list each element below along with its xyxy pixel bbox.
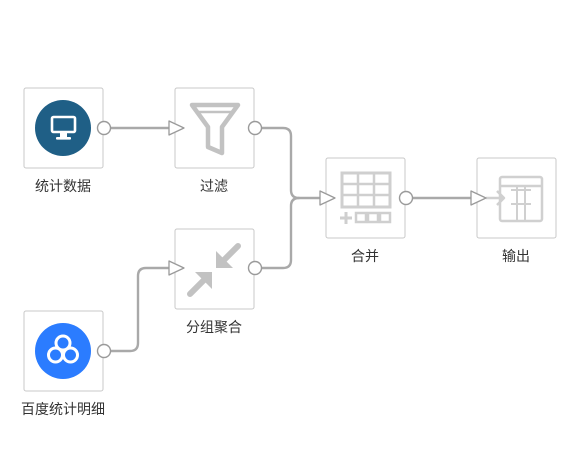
input-port[interactable]	[168, 120, 185, 136]
node-merge[interactable]: 合并	[325, 157, 406, 265]
edge-group-to-merge	[259, 196, 301, 270]
node-stats-data[interactable]: 统计数据	[23, 87, 104, 195]
node-output[interactable]: 输出	[476, 157, 557, 265]
node-baidu-detail[interactable]: 百度统计明细	[21, 310, 105, 418]
input-port[interactable]	[168, 260, 185, 276]
input-port[interactable]	[319, 190, 336, 206]
node-label-group-aggregate: 分组聚合	[186, 320, 242, 336]
monitor-icon	[35, 100, 91, 156]
node-label-stats-data: 统计数据	[35, 179, 91, 195]
node-label-filter: 过滤	[200, 179, 228, 195]
output-port[interactable]	[96, 120, 112, 136]
output-port[interactable]	[398, 190, 414, 206]
node-label-output: 输出	[502, 249, 530, 265]
table-plus-icon	[340, 171, 392, 224]
edge-filter-to-merge	[259, 126, 322, 200]
baidu-cloud-icon	[35, 323, 91, 379]
output-port[interactable]	[96, 343, 112, 359]
node-label-merge: 合并	[351, 249, 379, 265]
input-port[interactable]	[470, 190, 487, 206]
output-port[interactable]	[247, 260, 263, 276]
output-port[interactable]	[247, 120, 263, 136]
edge-baidu-to-group	[108, 266, 171, 353]
table-output-icon	[486, 175, 544, 223]
funnel-icon	[189, 102, 241, 156]
node-filter[interactable]: 过滤	[174, 87, 255, 195]
node-group-aggregate[interactable]: 分组聚合	[174, 228, 255, 336]
node-label-baidu-detail: 百度统计明细	[21, 402, 105, 418]
compress-arrows-icon	[187, 243, 241, 297]
